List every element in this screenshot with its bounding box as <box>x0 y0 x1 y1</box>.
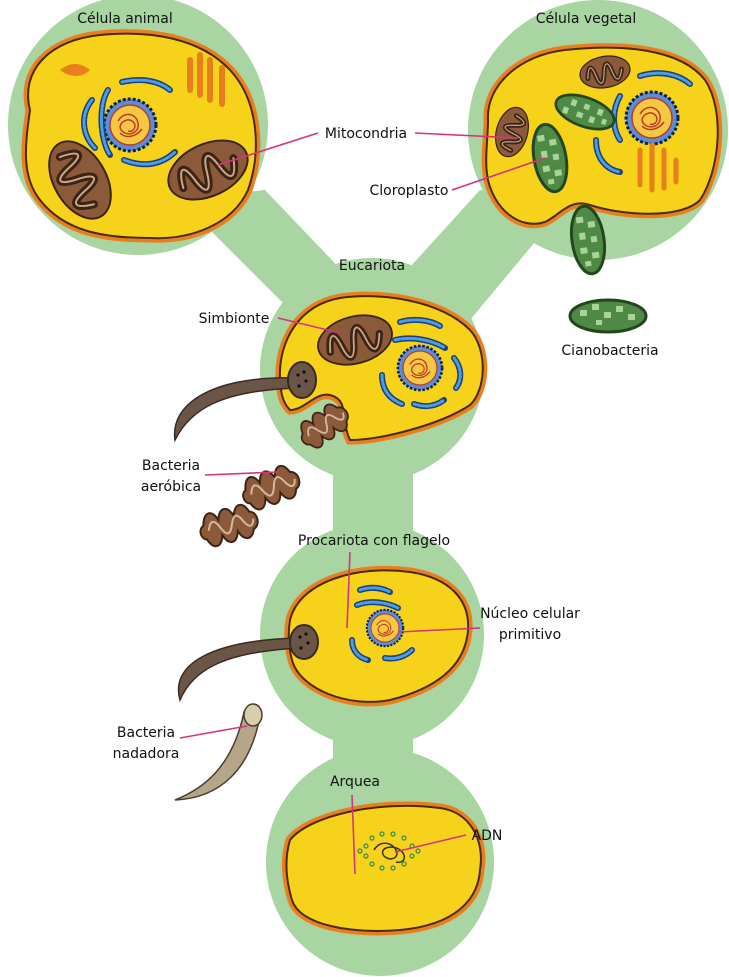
label-celula-animal: Célula animal <box>77 11 173 27</box>
label-eucariota: Eucariota <box>339 258 405 274</box>
label-bacteria-aerobica-line1: Bacteria <box>142 458 200 474</box>
label-mitocondria: Mitocondria <box>325 126 407 142</box>
label-procariota: Procariota con flagelo <box>298 533 450 549</box>
cyanobacteria <box>570 300 646 332</box>
prokaryote-cell <box>179 570 469 702</box>
archaea-cell <box>286 806 481 931</box>
label-adn: ADN <box>472 828 503 844</box>
label-bacteria-aerobica-line2: aeróbica <box>141 479 201 495</box>
label-celula-vegetal: Célula vegetal <box>536 11 636 27</box>
label-simbionte: Simbionte <box>199 311 270 327</box>
label-cianobacteria: Cianobacteria <box>561 343 658 359</box>
label-bacteria-nadadora-line1: Bacteria <box>117 725 175 741</box>
label-nucleo-line1: Núcleo celular <box>480 606 580 622</box>
label-nucleo-line2: primitivo <box>499 627 561 643</box>
animal-cell <box>26 34 257 239</box>
label-arquea: Arquea <box>330 774 380 790</box>
label-cloroplasto: Cloroplasto <box>370 183 449 199</box>
label-bacteria-nadadora-line2: nadadora <box>113 746 180 762</box>
swimming-bacterium <box>175 704 262 800</box>
